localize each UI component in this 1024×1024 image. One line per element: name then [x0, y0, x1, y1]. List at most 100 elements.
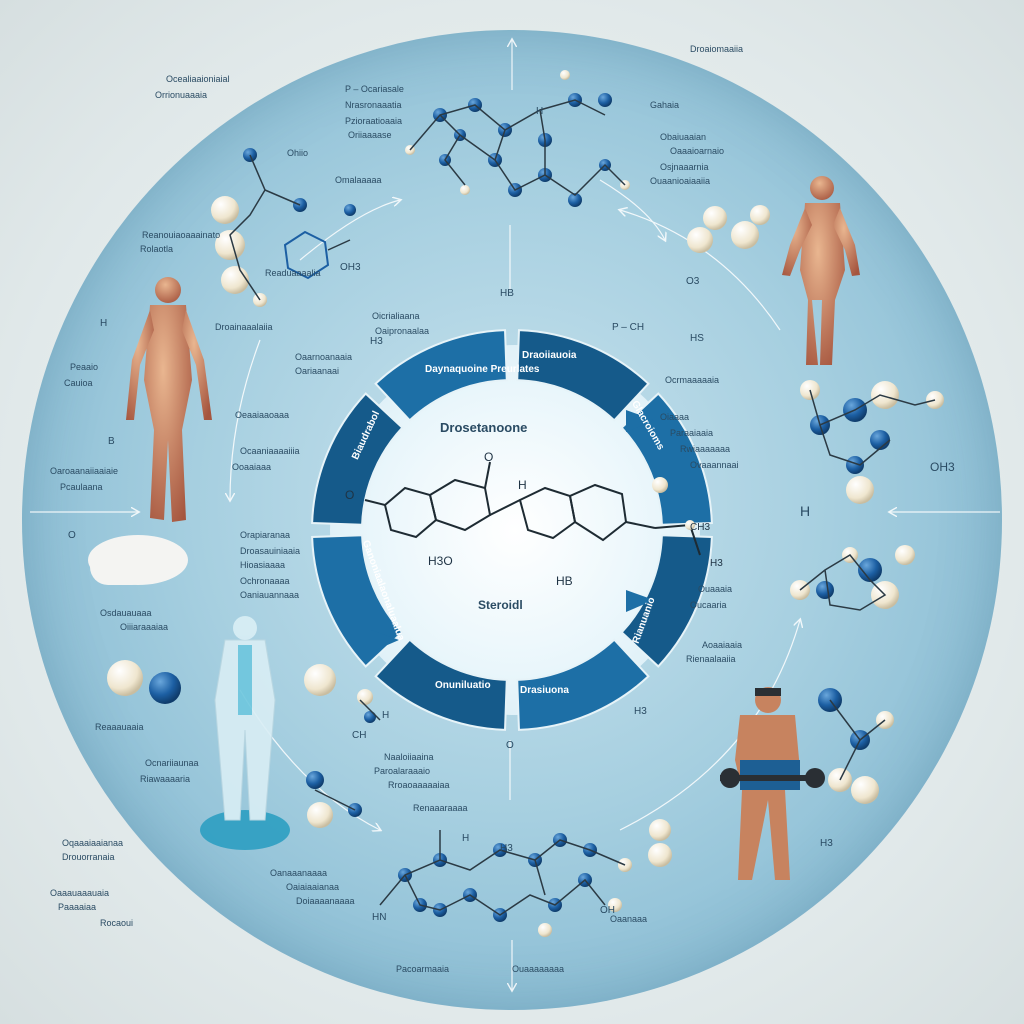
annotation-label: Gahaia	[650, 100, 680, 110]
atom-blue	[149, 672, 181, 704]
atom-cream	[107, 660, 143, 696]
annotation-label: Oicrialiaana	[372, 311, 420, 321]
formula-o-top: O	[484, 450, 494, 464]
annotation-label: Ocaaniaaaaiiia	[240, 446, 300, 456]
atom-cream	[211, 196, 239, 224]
annotation-label: Nrasronaaatia	[345, 100, 402, 110]
annotation-label: Oqaaaiaaianaa	[62, 838, 124, 848]
annotation-label: Rolaotla	[140, 244, 174, 254]
annotation-label: P – Ocariasale	[345, 84, 404, 94]
formula-right-o: OH3	[930, 460, 955, 474]
ring-segment-2	[620, 392, 713, 526]
annotation-label: Droaiomaaiia	[690, 44, 744, 54]
annotation-label: Oucaaria	[690, 600, 727, 610]
annotation-label: Droainaaalaiia	[215, 322, 273, 332]
formula-hb: HB	[556, 574, 573, 588]
annotation-label: Pzioraatioaaia	[345, 116, 403, 126]
formula-bottom-h: H	[462, 833, 470, 844]
formula-bottom-r: H3	[634, 706, 647, 717]
formula-top-h3: H3	[370, 336, 383, 347]
annotation-label: Oeaaiaaoaaa	[235, 410, 290, 420]
annotation-label: Oaarnoanaaia	[295, 352, 353, 362]
annotation-label: Readuaaaalia	[265, 268, 321, 278]
annotation-label: Oaniauannaaa	[240, 590, 300, 600]
annotation-label: Reaaauaaia	[95, 722, 144, 732]
annotation-label: Oaipronaalaa	[375, 326, 430, 336]
annotation-label: Aoaaiaaia	[702, 640, 743, 650]
annotation-label: Rroaoaaaaaiaa	[388, 780, 450, 790]
annotation-label: Rocaoui	[100, 918, 134, 928]
formula-bottom-h3: H3	[500, 843, 513, 854]
annotation-label: Reanouiaoaaainato	[142, 230, 221, 240]
formula-h3: H3	[710, 558, 723, 569]
annotation-label: Drouorranaia	[62, 852, 115, 862]
annotation-label: Oriiaaaase	[348, 130, 392, 140]
annotation-label: Ocnariiaunaa	[145, 758, 199, 768]
atom-cream	[560, 70, 570, 80]
annotation-label: Ochronaaaa	[240, 576, 290, 586]
ring-label-2: Draoiiauoia	[522, 350, 577, 361]
formula-left-b: B	[108, 436, 115, 447]
atom-cream	[687, 227, 713, 253]
annotation-label: Oaiaiaaianaa	[286, 882, 340, 892]
atom-blue	[568, 193, 582, 207]
atom-cream	[703, 206, 727, 230]
atom-cream	[871, 381, 899, 409]
formula-top-hb: HB	[500, 288, 514, 299]
ring-label-5: Drasiuona	[520, 685, 569, 696]
annotation-label: Hioasiaaaa	[240, 560, 286, 570]
atom-cream	[731, 221, 759, 249]
annotation-label: Oariaanaai	[295, 366, 340, 376]
atom-blue	[306, 771, 324, 789]
annotation-label: Paaaaiaa	[58, 902, 97, 912]
formula-left-c: CH	[352, 730, 367, 741]
annotation-label: Ouaaaaaaaa	[512, 964, 565, 974]
figure-right-lifter	[720, 687, 825, 880]
annotation-label: Omalaaaaa	[335, 175, 382, 185]
ring-arrowhead-1	[626, 410, 654, 432]
atom-cream	[895, 545, 915, 565]
ring-label-1: Daynaquoine Preurlates	[425, 364, 540, 375]
formula-right-h2: H3	[820, 838, 833, 849]
annotation-label: Peaaio	[70, 362, 99, 372]
atom-blue	[858, 558, 882, 582]
ring-arrowhead-3	[626, 590, 654, 612]
figure-left-muscle	[88, 277, 212, 585]
annotation-label: Ocrmaaaaaia	[665, 375, 720, 385]
annotation-label: Ocealiaaioniaial	[166, 74, 230, 84]
formula-left-oh: OH3	[340, 262, 361, 273]
annotation-label: Rwiaaaaaaa	[680, 444, 731, 454]
formula-h3o: H3O	[428, 554, 453, 568]
ring-segment-5	[374, 638, 508, 731]
process-ring	[311, 329, 713, 731]
atom-cream	[608, 898, 622, 912]
figure-left-skeleton	[200, 616, 290, 850]
formula-right-mid: O3	[686, 276, 700, 287]
atom-cream	[652, 477, 668, 493]
annotation-label: Oaanaaa	[610, 914, 648, 924]
annotation-label: Obaiuaaian	[660, 132, 707, 142]
annotation-label: Ovaaannaai	[690, 460, 739, 470]
formula-o-left: O	[345, 488, 355, 502]
atom-cream	[215, 230, 245, 260]
annotation-label: Oiiiaraaaiaa	[120, 622, 169, 632]
center-subtitle: Steroidl	[478, 598, 523, 612]
atom-cream	[750, 205, 770, 225]
annotation-label: Paraaiaaia	[670, 428, 714, 438]
ring-segment-4	[516, 638, 650, 731]
annotation-label: Pacoarmaaia	[396, 964, 450, 974]
formula-h: H	[518, 478, 527, 492]
annotation-label: Rienaalaaiia	[686, 654, 736, 664]
formula-ch3: CH3	[690, 522, 711, 533]
atom-cream	[304, 664, 336, 696]
formula-bottom-o: O	[506, 740, 514, 751]
annotation-label: Ouaanioaiaaiia	[650, 176, 711, 186]
ring-label-6: Onuniluatio	[435, 680, 491, 691]
ring-segment-7	[311, 392, 404, 526]
annotation-label: Renaaaraaaa	[413, 803, 468, 813]
annotation-label: Oaaaioarnaio	[670, 146, 725, 156]
annotation-label: Osdauauaaa	[100, 608, 152, 618]
atom-cream	[538, 923, 552, 937]
annotation-label: Oaaauaaauaia	[50, 888, 110, 898]
